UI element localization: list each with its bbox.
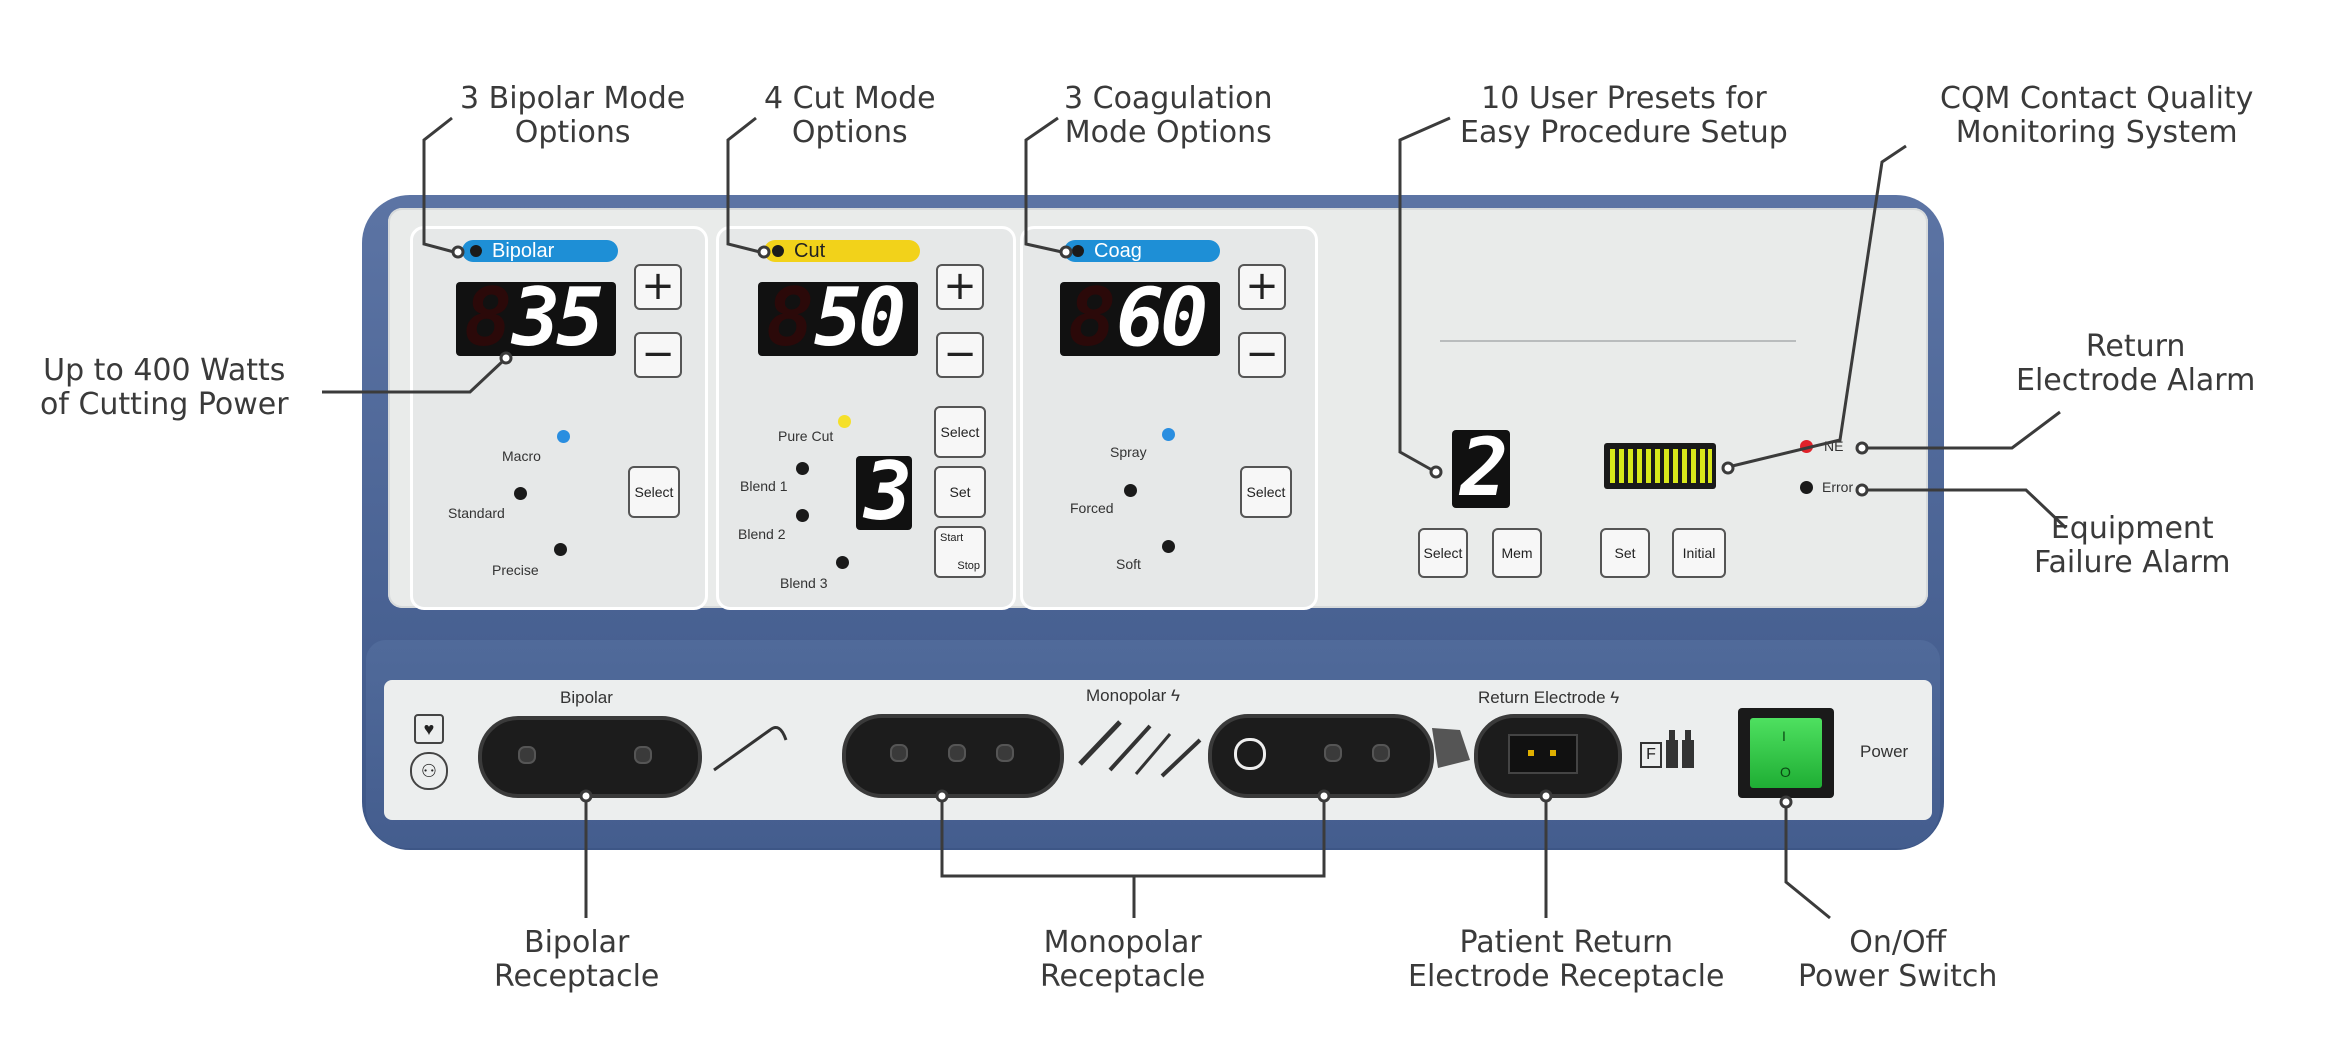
cut-stop-label: Stop [957, 560, 980, 572]
cut-mode-blend-2: Blend 2 [738, 526, 786, 542]
cut-power-value: 50 [814, 282, 906, 356]
bipolar-select-button[interactable]: Select [628, 466, 680, 518]
coag-soft-led [1162, 540, 1175, 553]
bipolar-standard-led [514, 487, 527, 500]
cut-power-display: 8 50 [758, 282, 918, 356]
cut-start-label: Start [940, 532, 964, 544]
bipolar-minus-button[interactable]: − [634, 332, 682, 378]
bipolar-title-pill: Bipolar [462, 240, 618, 262]
monopolar-receptacle-1[interactable] [842, 714, 1064, 798]
coag-power-value: 60 [1116, 282, 1208, 356]
power-switch[interactable]: I O [1750, 718, 1822, 788]
cut-mode-blend-3: Blend 3 [780, 575, 828, 591]
cut-plus-button[interactable]: + [936, 264, 984, 310]
cut-mode-display: 3 [856, 456, 912, 530]
panel-divider-line [1440, 340, 1796, 342]
bipolar-macro-led [557, 430, 570, 443]
preset-display: 2 [1452, 430, 1510, 508]
cut-pure-led [838, 415, 851, 428]
coag-title-pill: Coag [1064, 240, 1220, 262]
anti-static-icon: ⚇ [410, 752, 448, 790]
return-electrode-receptacle[interactable] [1474, 714, 1622, 798]
cut-blend3-led [836, 556, 849, 569]
f-mark: F [1640, 742, 1662, 768]
cut-mode-blend-1: Blend 1 [740, 478, 788, 494]
bipolar-power-display: 8 35 [456, 282, 616, 356]
cqm-bar [1604, 443, 1716, 489]
bipolar-power-value: 35 [512, 282, 604, 356]
cut-title: Cut [794, 240, 826, 262]
preset-mem-button[interactable]: Mem [1492, 528, 1542, 578]
cqm-bar-segments [1610, 449, 1712, 483]
coag-title: Coag [1094, 240, 1142, 262]
bottom-power-label: Power [1860, 742, 1909, 761]
error-led [1800, 481, 1813, 494]
preset-value: 2 [1460, 430, 1508, 508]
bipolar-plus-button[interactable]: + [634, 264, 682, 310]
coag-power-display: 8 60 [1060, 282, 1220, 356]
bipolar-precise-led [554, 543, 567, 556]
cut-select-button[interactable]: Select [934, 406, 986, 458]
bipolar-title: Bipolar [492, 240, 555, 262]
coag-select-button[interactable]: Select [1240, 466, 1292, 518]
cut-title-pill: Cut [764, 240, 920, 262]
power-on-mark: I [1782, 728, 1786, 744]
monopolar-round-socket [1234, 738, 1266, 770]
bipolar-receptacle[interactable] [478, 716, 702, 798]
cut-minus-button[interactable]: − [936, 332, 984, 378]
coag-minus-button[interactable]: − [1238, 332, 1286, 378]
bf-patient-icon [1666, 730, 1696, 768]
coag-mode-soft: Soft [1116, 556, 1141, 572]
power-off-mark: O [1780, 764, 1791, 780]
bipolar-mode-macro: Macro [502, 448, 541, 464]
heart-defib-icon: ♥ [414, 714, 444, 744]
cqm-initial-button[interactable]: Initial [1672, 528, 1726, 578]
bottom-return-electrode-label: Return Electrode ϟ [1478, 688, 1620, 707]
cut-start-stop-button[interactable]: Start Stop [934, 526, 986, 578]
bipolar-mode-precise: Precise [492, 562, 539, 578]
coag-plus-button[interactable]: + [1238, 264, 1286, 310]
bipolar-mode-standard: Standard [448, 505, 505, 521]
cut-mode-value: 3 [864, 456, 912, 530]
coag-spray-led [1162, 428, 1175, 441]
coag-mode-spray: Spray [1110, 444, 1147, 460]
cut-blend1-led [796, 462, 809, 475]
cqm-set-button[interactable]: Set [1600, 528, 1650, 578]
cut-set-button[interactable]: Set [934, 466, 986, 518]
cut-blend2-led [796, 509, 809, 522]
cut-mode-pure-cut: Pure Cut [778, 428, 834, 444]
error-label: Error [1822, 479, 1854, 495]
coag-mode-forced: Forced [1070, 500, 1114, 516]
bottom-bipolar-label: Bipolar [560, 688, 613, 707]
bottom-monopolar-label: Monopolar ϟ [1086, 686, 1181, 705]
coag-forced-led [1124, 484, 1137, 497]
preset-select-button[interactable]: Select [1418, 528, 1468, 578]
